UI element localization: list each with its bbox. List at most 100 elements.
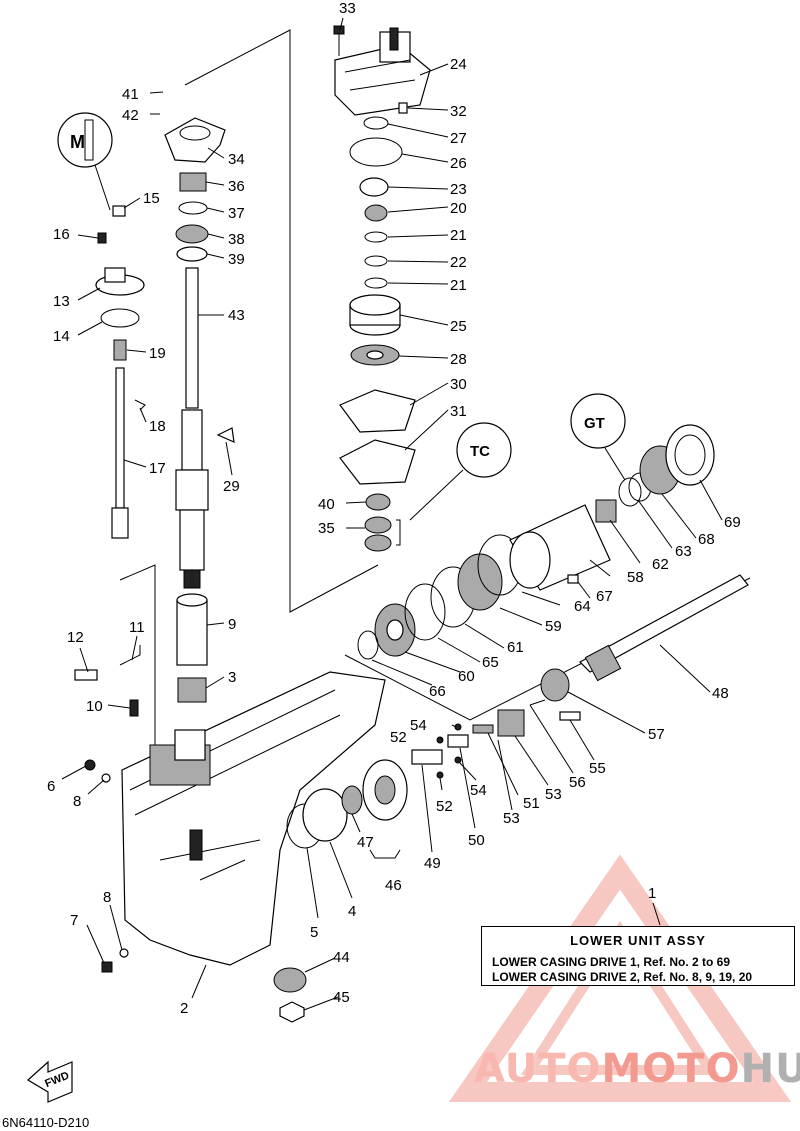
part-label: 42 [122, 107, 139, 124]
bolt-33 [333, 25, 345, 56]
part-label: 25 [450, 318, 467, 335]
part-label: 52 [436, 798, 453, 815]
part-label: 27 [450, 130, 467, 147]
part-label: 47 [357, 834, 374, 851]
bearing-3 [177, 677, 207, 703]
part-label: 67 [596, 588, 613, 605]
pinion-44 [273, 967, 307, 993]
part-label: 45 [333, 989, 350, 1006]
part-label: 56 [569, 774, 586, 791]
dog-clutch-53 [497, 709, 525, 737]
impeller-28 [350, 344, 400, 366]
part-label: 59 [545, 618, 562, 635]
bolt-10 [129, 699, 139, 717]
part-label: 55 [589, 760, 606, 777]
part-label: 37 [228, 205, 245, 222]
part-label: 22 [450, 254, 467, 271]
part-label: 15 [143, 190, 160, 207]
part-label: 41 [122, 86, 139, 103]
bearing-race-4 [302, 788, 348, 842]
ring-nut-69 [665, 424, 715, 486]
housing-34 [164, 117, 226, 163]
outer-plate-30 [339, 389, 416, 433]
part-label: 58 [627, 569, 644, 586]
drawing-code: 6N64110-D210 [2, 1115, 90, 1130]
part-label: 49 [424, 855, 441, 872]
fwd-arrow-icon [26, 1060, 73, 1103]
screw-6 [84, 759, 96, 771]
washer-21b [364, 277, 388, 289]
part-label: 12 [67, 629, 84, 646]
part-label: 14 [53, 328, 70, 345]
part-label: 30 [450, 376, 467, 393]
part-label: 28 [450, 351, 467, 368]
o-ring-27 [363, 116, 389, 130]
propeller-shaft-48 [579, 574, 749, 682]
part-label: 69 [724, 514, 741, 531]
part-label: 53 [545, 786, 562, 803]
lower-casing [121, 671, 386, 966]
seal-20 [364, 204, 388, 222]
part-label: 39 [228, 251, 245, 268]
part-label: 21 [450, 227, 467, 244]
key-29 [216, 427, 235, 443]
needle-bearing-62 [595, 499, 617, 523]
part-label: 7 [70, 912, 78, 929]
shift-rod-17 [111, 367, 129, 539]
legend-line: LOWER CASING DRIVE 1, Ref. No. 2 to 69 [492, 955, 731, 969]
part-label: 68 [698, 531, 715, 548]
part-label: 46 [385, 877, 402, 894]
watermark-part: AUTO [474, 1046, 602, 1092]
gasket-31 [339, 439, 416, 485]
part-label: 32 [450, 103, 467, 120]
part-label: 8 [103, 889, 111, 906]
watermark-part: HUB [740, 1046, 800, 1092]
water-pump-housing [334, 27, 431, 116]
part-label: 53 [503, 810, 520, 827]
part-label: 54 [410, 717, 427, 734]
sleeve-9 [176, 593, 208, 666]
part-label: 36 [228, 178, 245, 195]
spring-57 [540, 668, 570, 702]
clip-18 [134, 399, 146, 411]
nut-15 [112, 205, 126, 217]
part-label: 33 [339, 0, 356, 17]
part-number-labels: 33 24 32 27 26 23 20 21 22 21 25 28 30 3… [47, 0, 741, 1017]
cross-pin-56 [529, 699, 546, 706]
reverse-gear-60 [374, 603, 416, 657]
part-label: 61 [507, 639, 524, 656]
shim-66 [357, 630, 379, 660]
part-label: 1 [648, 885, 656, 902]
part-label: 48 [712, 685, 729, 702]
part-label: 6 [47, 778, 55, 795]
part-label: 60 [458, 668, 475, 685]
part-label: 31 [450, 403, 467, 420]
part-label: 34 [228, 151, 245, 168]
part-label: 3 [228, 669, 236, 686]
bearing-59 [457, 553, 503, 611]
nut-45 [279, 1001, 305, 1023]
clip-12 [74, 669, 98, 681]
part-label: 19 [149, 345, 166, 362]
grease-gt-icon: GT [570, 393, 626, 481]
ring-22 [364, 255, 388, 267]
sealant-m-icon: M [57, 112, 113, 211]
part-label: 57 [648, 726, 665, 743]
part-label: 17 [149, 460, 166, 477]
part-label: 29 [223, 478, 240, 495]
watermark-text: AUTOMOTOHUB [474, 1046, 800, 1092]
svg-text:M: M [70, 132, 85, 152]
spring-51 [472, 724, 494, 734]
part-label: 8 [73, 793, 81, 810]
part-label: 40 [318, 496, 335, 513]
part-label: 43 [228, 307, 245, 324]
drive-shaft-43 [175, 267, 209, 589]
part-label: 9 [228, 616, 236, 633]
watermark-part: MOTO [601, 1046, 741, 1092]
washer-65 [404, 583, 446, 641]
part-label: 51 [523, 795, 540, 812]
washer-63a [618, 477, 642, 507]
grease-tc-icon: TC [409, 422, 512, 521]
part-label: 20 [450, 200, 467, 217]
